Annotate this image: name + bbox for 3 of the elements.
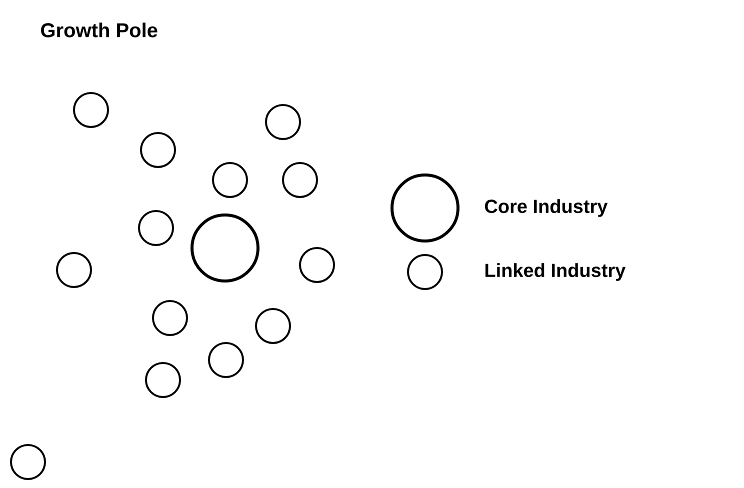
legend-label: Core Industry bbox=[485, 199, 608, 217]
legend-label: Linked Industry bbox=[485, 263, 626, 281]
title: Growth Pole bbox=[41, 22, 158, 38]
